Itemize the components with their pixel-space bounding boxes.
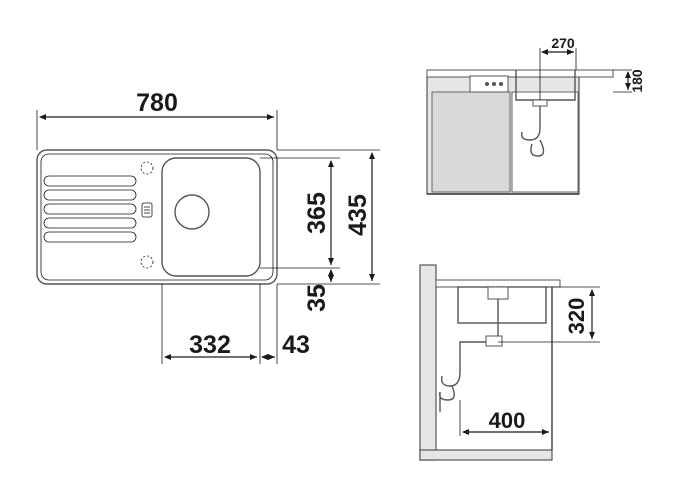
tap-hole-top-icon (140, 161, 154, 175)
label-332: 332 (189, 331, 231, 359)
label-365: 365 (303, 192, 331, 234)
dim-780: 780 (36, 89, 278, 150)
sink-bowl (161, 157, 261, 277)
label-270: 270 (551, 35, 575, 51)
dim-vertical-plan: 365 435 35 (260, 149, 380, 312)
label-435: 435 (344, 194, 372, 236)
floor (419, 449, 553, 461)
overflow-icon (141, 202, 153, 218)
tap-hole-bottom-icon (140, 255, 154, 269)
sink-plan-view (36, 149, 278, 285)
label-400: 400 (489, 408, 526, 433)
drain-hole-icon (174, 194, 210, 230)
label-780: 780 (136, 89, 178, 117)
label-320: 320 (564, 298, 589, 335)
drainer-grooves (43, 175, 137, 243)
dim-horizontal-plan: 332 43 (161, 284, 310, 364)
cabinet-side-view-top: 270 180 (426, 35, 645, 195)
cabinet-side-view-bottom: 320 400 (419, 264, 600, 461)
label-43: 43 (282, 331, 310, 359)
sink-section (457, 286, 547, 324)
label-35: 35 (303, 284, 331, 312)
label-180: 180 (629, 69, 645, 93)
wall (419, 264, 437, 461)
